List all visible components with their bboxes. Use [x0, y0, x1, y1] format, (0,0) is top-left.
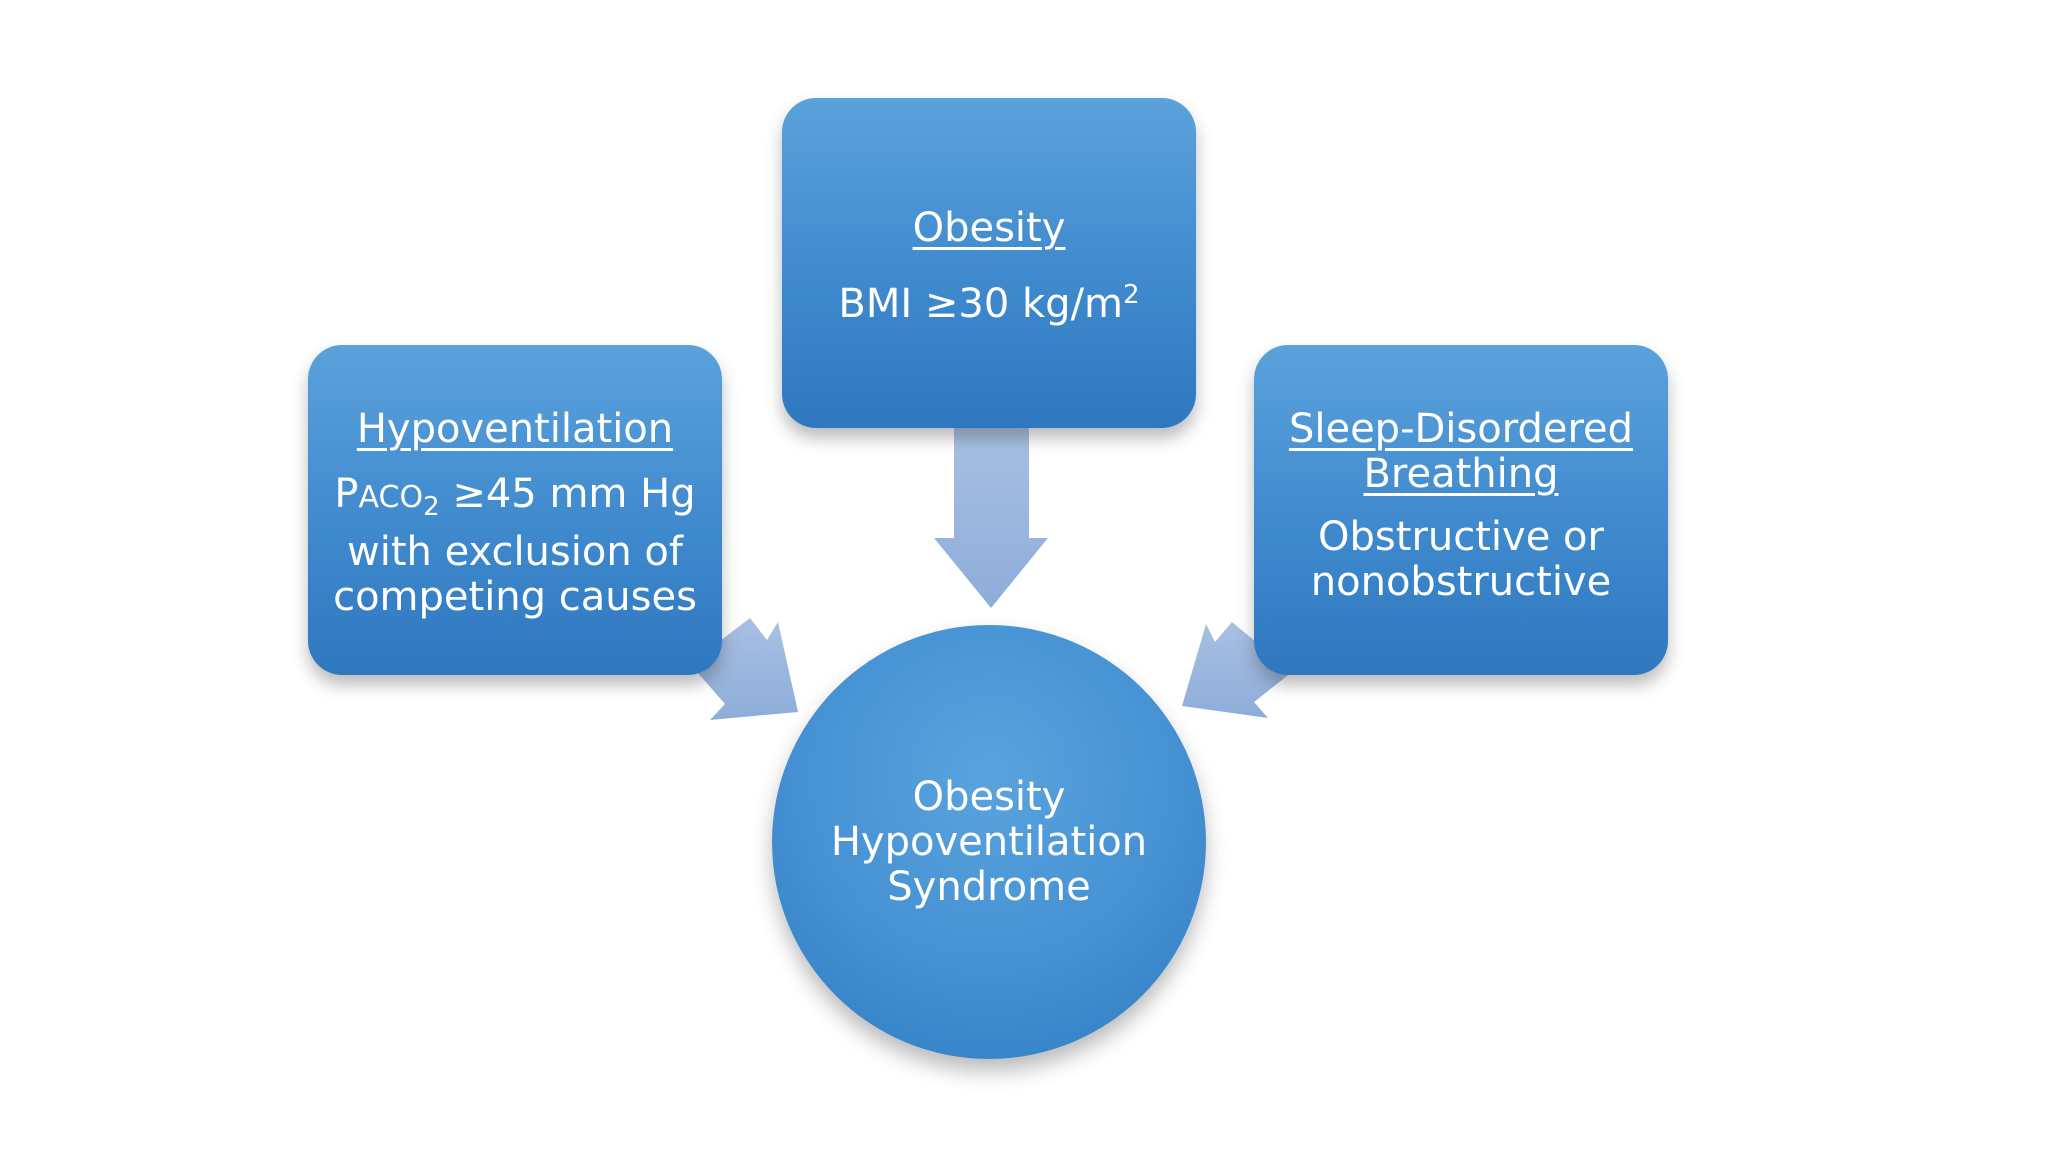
arrow-obesity-to-center	[934, 422, 1048, 608]
node-sleep-title: Sleep-Disordered Breathing	[1288, 406, 1634, 497]
bmi-superscript: 2	[1123, 280, 1140, 310]
paco2-aco: ACO	[358, 480, 424, 515]
paco2-p: P	[334, 471, 359, 517]
paco2-line: PACO2 ≥45 mm Hg	[334, 472, 695, 530]
node-sleep-disordered-breathing: Sleep-Disordered Breathing Obstructive o…	[1254, 345, 1668, 675]
node-obesity-title: Obesity	[912, 205, 1066, 251]
center-label: Obesity Hypoventilation Syndrome	[830, 773, 1148, 910]
paco2-subscript: 2	[423, 492, 440, 522]
node-obesity-body: BMI ≥30 kg/m2	[838, 273, 1139, 327]
node-hypoventilation-title: Hypoventilation	[356, 406, 674, 452]
arrow-sleep-to-center	[1182, 622, 1292, 718]
node-hypoventilation-body: with exclusion of competing causes	[333, 529, 697, 620]
node-hypoventilation: Hypoventilation PACO2 ≥45 mm Hg with exc…	[308, 345, 722, 675]
bmi-text: BMI ≥30 kg/m	[838, 281, 1124, 327]
node-obesity-hypoventilation-syndrome: Obesity Hypoventilation Syndrome	[772, 625, 1206, 1059]
paco2-threshold: ≥45 mm Hg	[439, 471, 696, 517]
node-sleep-body: Obstructive or nonobstructive	[1310, 514, 1612, 605]
node-obesity: Obesity BMI ≥30 kg/m2	[782, 98, 1196, 428]
